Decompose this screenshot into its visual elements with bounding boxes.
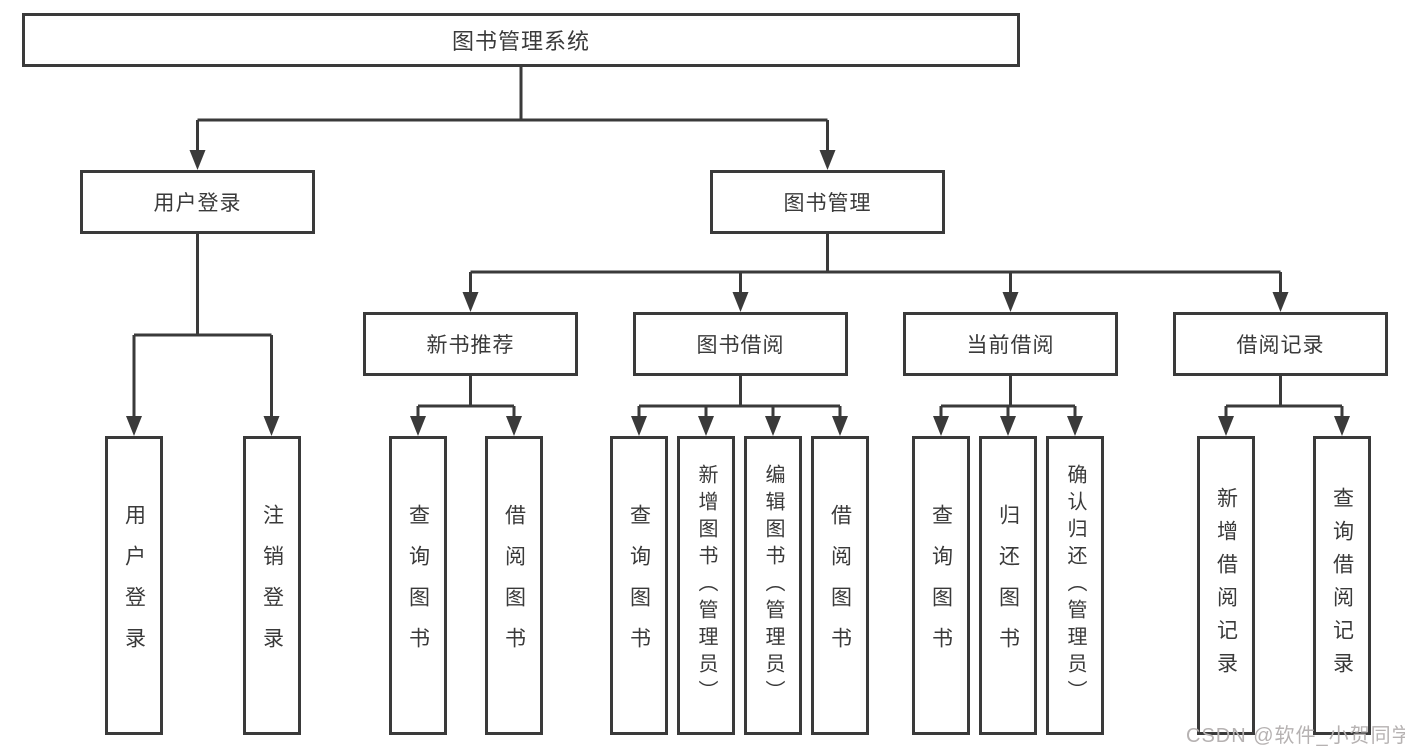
leaf-confirm-return-admin: 确认归还（管理员） bbox=[1046, 436, 1104, 735]
node-user-login: 用户登录 bbox=[80, 170, 315, 234]
node-label: 图书管理 bbox=[783, 192, 872, 215]
node-book-management: 图书管理 bbox=[710, 170, 945, 234]
node-label: 当前借阅 bbox=[966, 334, 1055, 357]
leaf-edit-books-admin: 编辑图书（管理员） bbox=[744, 436, 802, 735]
leaf-label: 借阅图书 bbox=[502, 503, 526, 668]
leaf-label: 查询图书 bbox=[406, 503, 430, 668]
node-label: 图书借阅 bbox=[696, 334, 785, 357]
leaf-borrow-books: 借阅图书 bbox=[811, 436, 869, 735]
leaf-query-books-recommend: 查询图书 bbox=[389, 436, 447, 735]
node-new-book-recommend: 新书推荐 bbox=[363, 312, 578, 376]
node-label: 新书推荐 bbox=[426, 334, 515, 357]
leaf-label: 确认归还（管理员） bbox=[1064, 464, 1086, 707]
leaf-add-borrow-record: 新增借阅记录 bbox=[1197, 436, 1255, 735]
leaf-return-books: 归还图书 bbox=[979, 436, 1037, 735]
leaf-logout: 注销登录 bbox=[243, 436, 301, 735]
leaf-label: 用户登录 bbox=[122, 503, 146, 668]
node-label: 用户登录 bbox=[153, 192, 242, 215]
leaf-label: 查询图书 bbox=[627, 503, 651, 668]
leaf-label: 编辑图书（管理员） bbox=[762, 464, 784, 707]
csdn-watermark: CSDN @软件_小贺同学 bbox=[1186, 725, 1405, 747]
leaf-label: 借阅图书 bbox=[828, 503, 852, 668]
node-current-borrow: 当前借阅 bbox=[903, 312, 1118, 376]
leaf-query-books-borrow: 查询图书 bbox=[610, 436, 668, 735]
leaf-label: 新增图书（管理员） bbox=[695, 464, 717, 707]
leaf-add-books-admin: 新增图书（管理员） bbox=[677, 436, 735, 735]
leaf-label: 查询图书 bbox=[929, 503, 953, 668]
leaf-label: 查询借阅记录 bbox=[1330, 486, 1354, 685]
leaf-query-books-current: 查询图书 bbox=[912, 436, 970, 735]
node-label: 图书管理系统 bbox=[451, 29, 590, 54]
leaf-borrow-books-recommend: 借阅图书 bbox=[485, 436, 543, 735]
leaf-user-login: 用户登录 bbox=[105, 436, 163, 735]
leaf-label: 新增借阅记录 bbox=[1214, 486, 1238, 685]
node-library-system: 图书管理系统 bbox=[22, 13, 1020, 67]
leaf-label: 归还图书 bbox=[996, 503, 1020, 668]
leaf-query-borrow-record: 查询借阅记录 bbox=[1313, 436, 1371, 735]
node-label: 借阅记录 bbox=[1236, 334, 1325, 357]
leaf-label: 注销登录 bbox=[260, 503, 284, 668]
node-borrow-records: 借阅记录 bbox=[1173, 312, 1388, 376]
node-book-borrow: 图书借阅 bbox=[633, 312, 848, 376]
